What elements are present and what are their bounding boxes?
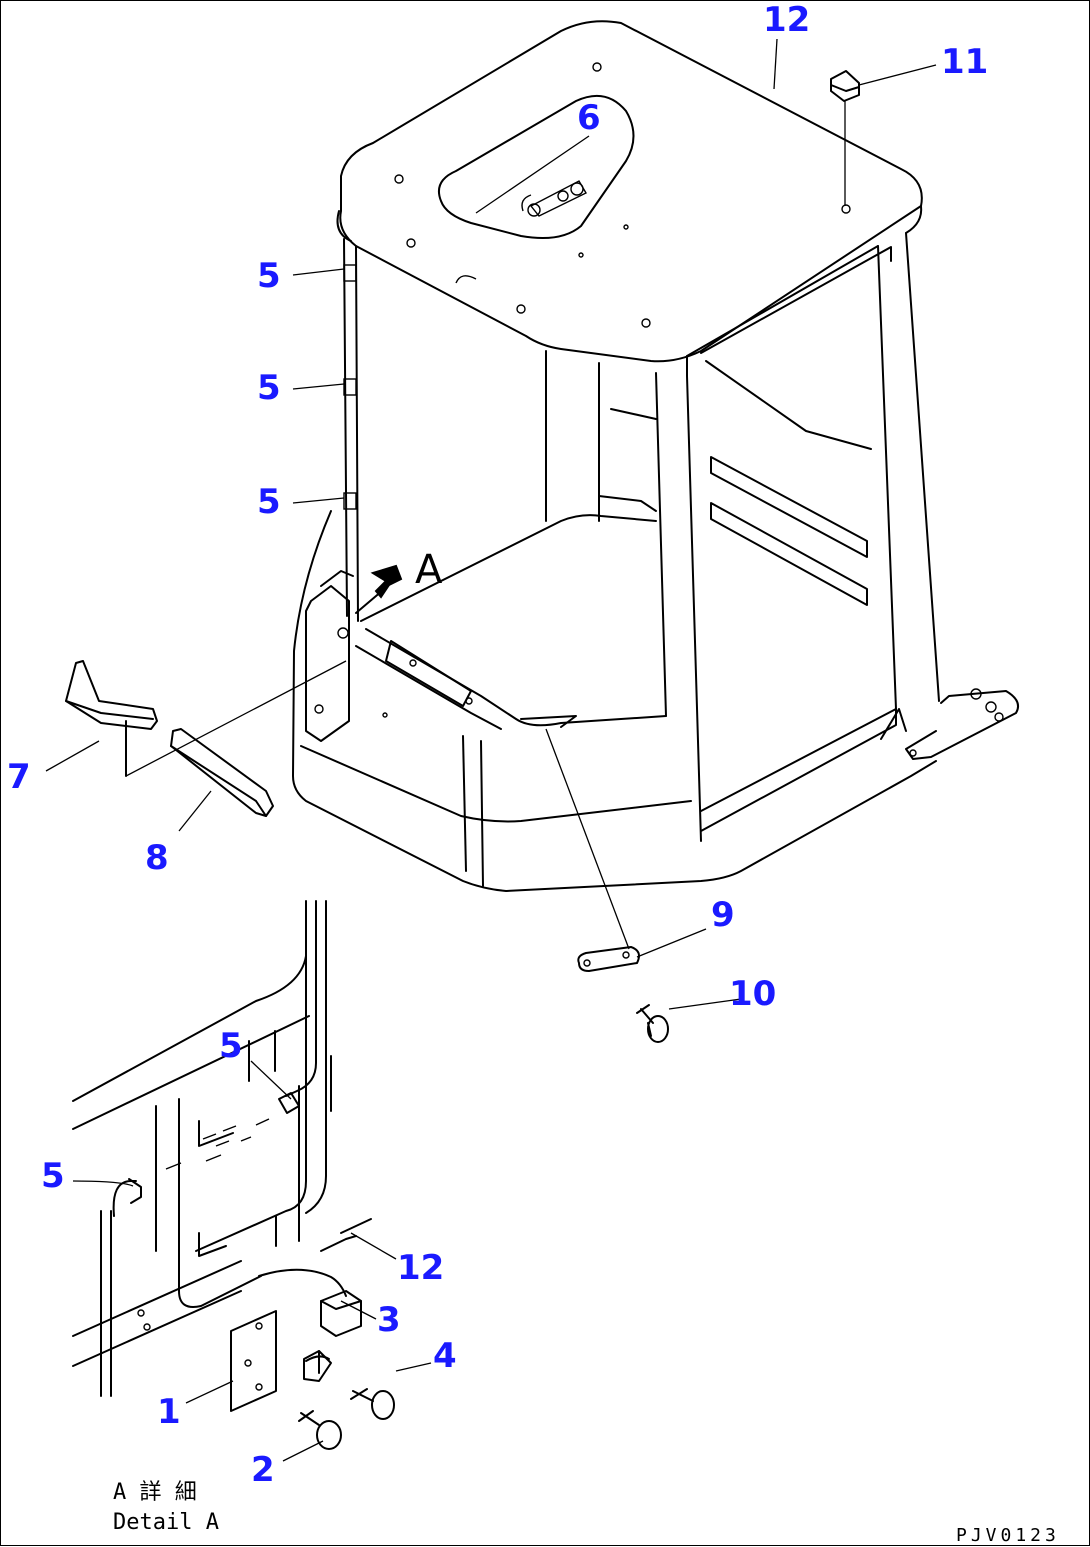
view-a-label: A <box>415 547 443 593</box>
callout-7: 7 <box>7 757 31 797</box>
callout-5-c: 5 <box>257 482 281 522</box>
step-leader <box>125 660 347 777</box>
callout-4: 4 <box>433 1336 457 1376</box>
part-11-knob <box>830 70 860 206</box>
view-a-arrow: A <box>355 547 443 614</box>
callout-10: 10 <box>729 974 776 1014</box>
cab-roof <box>336 20 923 363</box>
leader-lines <box>45 38 937 1462</box>
callout-2: 2 <box>251 1450 275 1490</box>
pillar-clips <box>343 264 357 510</box>
part-9-bracket <box>577 946 640 972</box>
drawing-code: PJV0123 <box>956 1525 1060 1546</box>
callout-8: 8 <box>145 838 169 878</box>
part-10-bolt <box>636 1004 669 1043</box>
callout-11: 11 <box>941 42 988 82</box>
callout-12-detail: 12 <box>397 1248 444 1288</box>
callout-1: 1 <box>157 1392 181 1432</box>
cab-lower-body <box>292 510 937 892</box>
callout-5-b: 5 <box>257 368 281 408</box>
callout-3: 3 <box>377 1300 401 1340</box>
detail-caption-line1: A 詳 細 <box>113 1480 197 1505</box>
cab-frame <box>343 232 940 842</box>
callout-9: 9 <box>711 895 735 935</box>
detail-a-drawing <box>72 900 395 1450</box>
callout-6: 6 <box>577 98 601 138</box>
callout-12-top: 12 <box>763 1 810 40</box>
callout-5-a: 5 <box>257 256 281 296</box>
callout-5-d: 5 <box>219 1026 243 1066</box>
part-7-step <box>65 660 158 777</box>
callout-5-e: 5 <box>41 1156 65 1196</box>
part-8-step-plate <box>170 728 274 817</box>
detail-caption-line2: Detail A <box>113 1510 219 1535</box>
part-6-roof-connector <box>521 180 587 217</box>
callout-numbers: 12 11 6 5 5 5 7 8 9 10 5 5 12 3 4 1 2 <box>7 1 988 1490</box>
mounting-bracket-right <box>905 688 1019 760</box>
